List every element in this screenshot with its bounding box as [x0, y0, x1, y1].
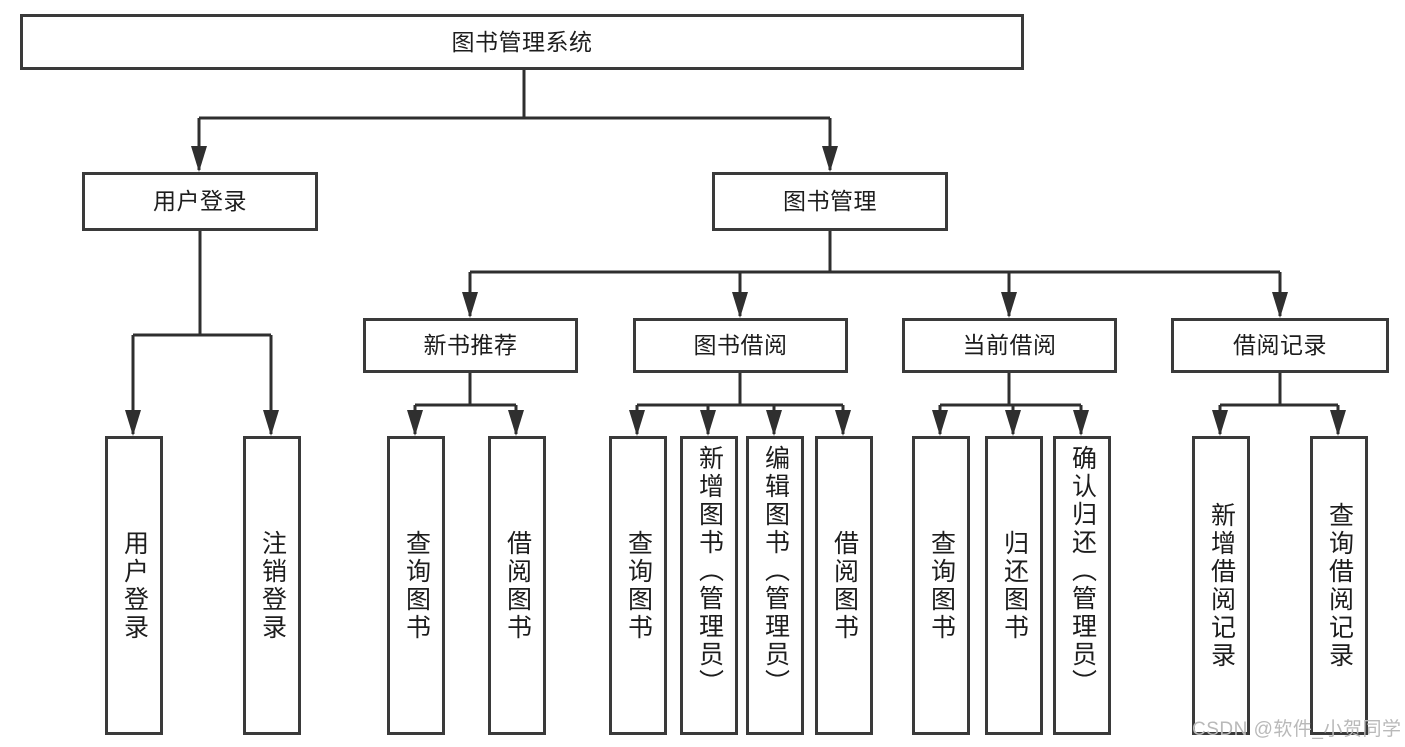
- arrowhead-book-management-children-2: [1001, 292, 1017, 318]
- node-label-leaf-edit-book: 编辑图书（管理员）: [761, 445, 790, 697]
- arrowhead-new-book-recommend-children-1: [508, 410, 524, 436]
- arrowhead-root-to-level1-1: [822, 146, 838, 172]
- node-label-leaf-borrow-book-1: 借阅图书: [503, 529, 532, 642]
- node-leaf-return-book[interactable]: 归还图书: [985, 436, 1043, 735]
- node-label-leaf-add-record: 新增借阅记录: [1207, 501, 1236, 670]
- arrowhead-book-borrow-children-3: [835, 410, 851, 436]
- node-label-book-borrow: 图书借阅: [693, 332, 788, 359]
- node-label-leaf-confirm-return: 确认归还（管理员）: [1068, 445, 1097, 697]
- node-label-leaf-return-book: 归还图书: [1000, 529, 1029, 642]
- node-label-book-management: 图书管理: [783, 188, 877, 215]
- node-label-leaf-user-login: 用户登录: [120, 529, 149, 642]
- node-label-leaf-logout: 注销登录: [258, 529, 287, 642]
- arrowhead-book-borrow-children-2: [766, 410, 782, 436]
- node-label-leaf-query-book-1: 查询图书: [402, 529, 431, 642]
- node-label-leaf-borrow-book-2: 借阅图书: [830, 529, 859, 642]
- arrowhead-book-borrow-children-1: [700, 410, 716, 436]
- node-book-borrow[interactable]: 图书借阅: [633, 318, 848, 373]
- node-user-login[interactable]: 用户登录: [82, 172, 318, 231]
- node-label-leaf-query-book-2: 查询图书: [624, 529, 653, 642]
- node-borrow-record[interactable]: 借阅记录: [1171, 318, 1389, 373]
- node-leaf-borrow-book-1[interactable]: 借阅图书: [488, 436, 546, 735]
- arrowhead-current-borrow-children-2: [1073, 410, 1089, 436]
- arrowhead-book-management-children-1: [732, 292, 748, 318]
- arrowhead-current-borrow-children-0: [932, 410, 948, 436]
- arrowhead-current-borrow-children-1: [1005, 410, 1021, 436]
- node-label-user-login: 用户登录: [153, 188, 247, 215]
- node-label-new-book-recommend: 新书推荐: [423, 332, 518, 359]
- arrowhead-borrow-record-children-1: [1330, 410, 1346, 436]
- node-current-borrow[interactable]: 当前借阅: [902, 318, 1117, 373]
- node-leaf-borrow-book-2[interactable]: 借阅图书: [815, 436, 873, 735]
- node-leaf-query-book-1[interactable]: 查询图书: [387, 436, 445, 735]
- node-leaf-add-record[interactable]: 新增借阅记录: [1192, 436, 1250, 735]
- node-leaf-query-book-3[interactable]: 查询图书: [912, 436, 970, 735]
- arrowhead-root-to-level1-0: [191, 146, 207, 172]
- arrowhead-book-borrow-children-0: [629, 410, 645, 436]
- node-leaf-query-book-2[interactable]: 查询图书: [609, 436, 667, 735]
- arrowhead-book-management-children-0: [462, 292, 478, 318]
- node-leaf-add-book[interactable]: 新增图书（管理员）: [680, 436, 738, 735]
- node-label-current-borrow: 当前借阅: [962, 332, 1057, 359]
- node-leaf-logout[interactable]: 注销登录: [243, 436, 301, 735]
- node-label-leaf-query-book-3: 查询图书: [927, 529, 956, 642]
- node-leaf-user-login[interactable]: 用户登录: [105, 436, 163, 735]
- csdn-watermark: CSDN @软件_小贺同学: [1192, 719, 1402, 740]
- node-book-management[interactable]: 图书管理: [712, 172, 948, 231]
- node-label-root: 图书管理系统: [451, 28, 593, 55]
- arrowhead-borrow-record-children-0: [1212, 410, 1228, 436]
- node-label-leaf-add-book: 新增图书（管理员）: [695, 445, 724, 697]
- node-new-book-recommend[interactable]: 新书推荐: [363, 318, 578, 373]
- arrowhead-user-login-children-0: [125, 410, 141, 436]
- node-label-leaf-query-record: 查询借阅记录: [1325, 501, 1354, 670]
- node-leaf-query-record[interactable]: 查询借阅记录: [1310, 436, 1368, 735]
- node-leaf-confirm-return[interactable]: 确认归还（管理员）: [1053, 436, 1111, 735]
- arrowhead-user-login-children-1: [263, 410, 279, 436]
- node-root[interactable]: 图书管理系统: [20, 14, 1024, 70]
- arrowhead-book-management-children-3: [1272, 292, 1288, 318]
- node-leaf-edit-book[interactable]: 编辑图书（管理员）: [746, 436, 804, 735]
- node-label-borrow-record: 借阅记录: [1233, 332, 1327, 359]
- arrowhead-new-book-recommend-children-0: [407, 410, 423, 436]
